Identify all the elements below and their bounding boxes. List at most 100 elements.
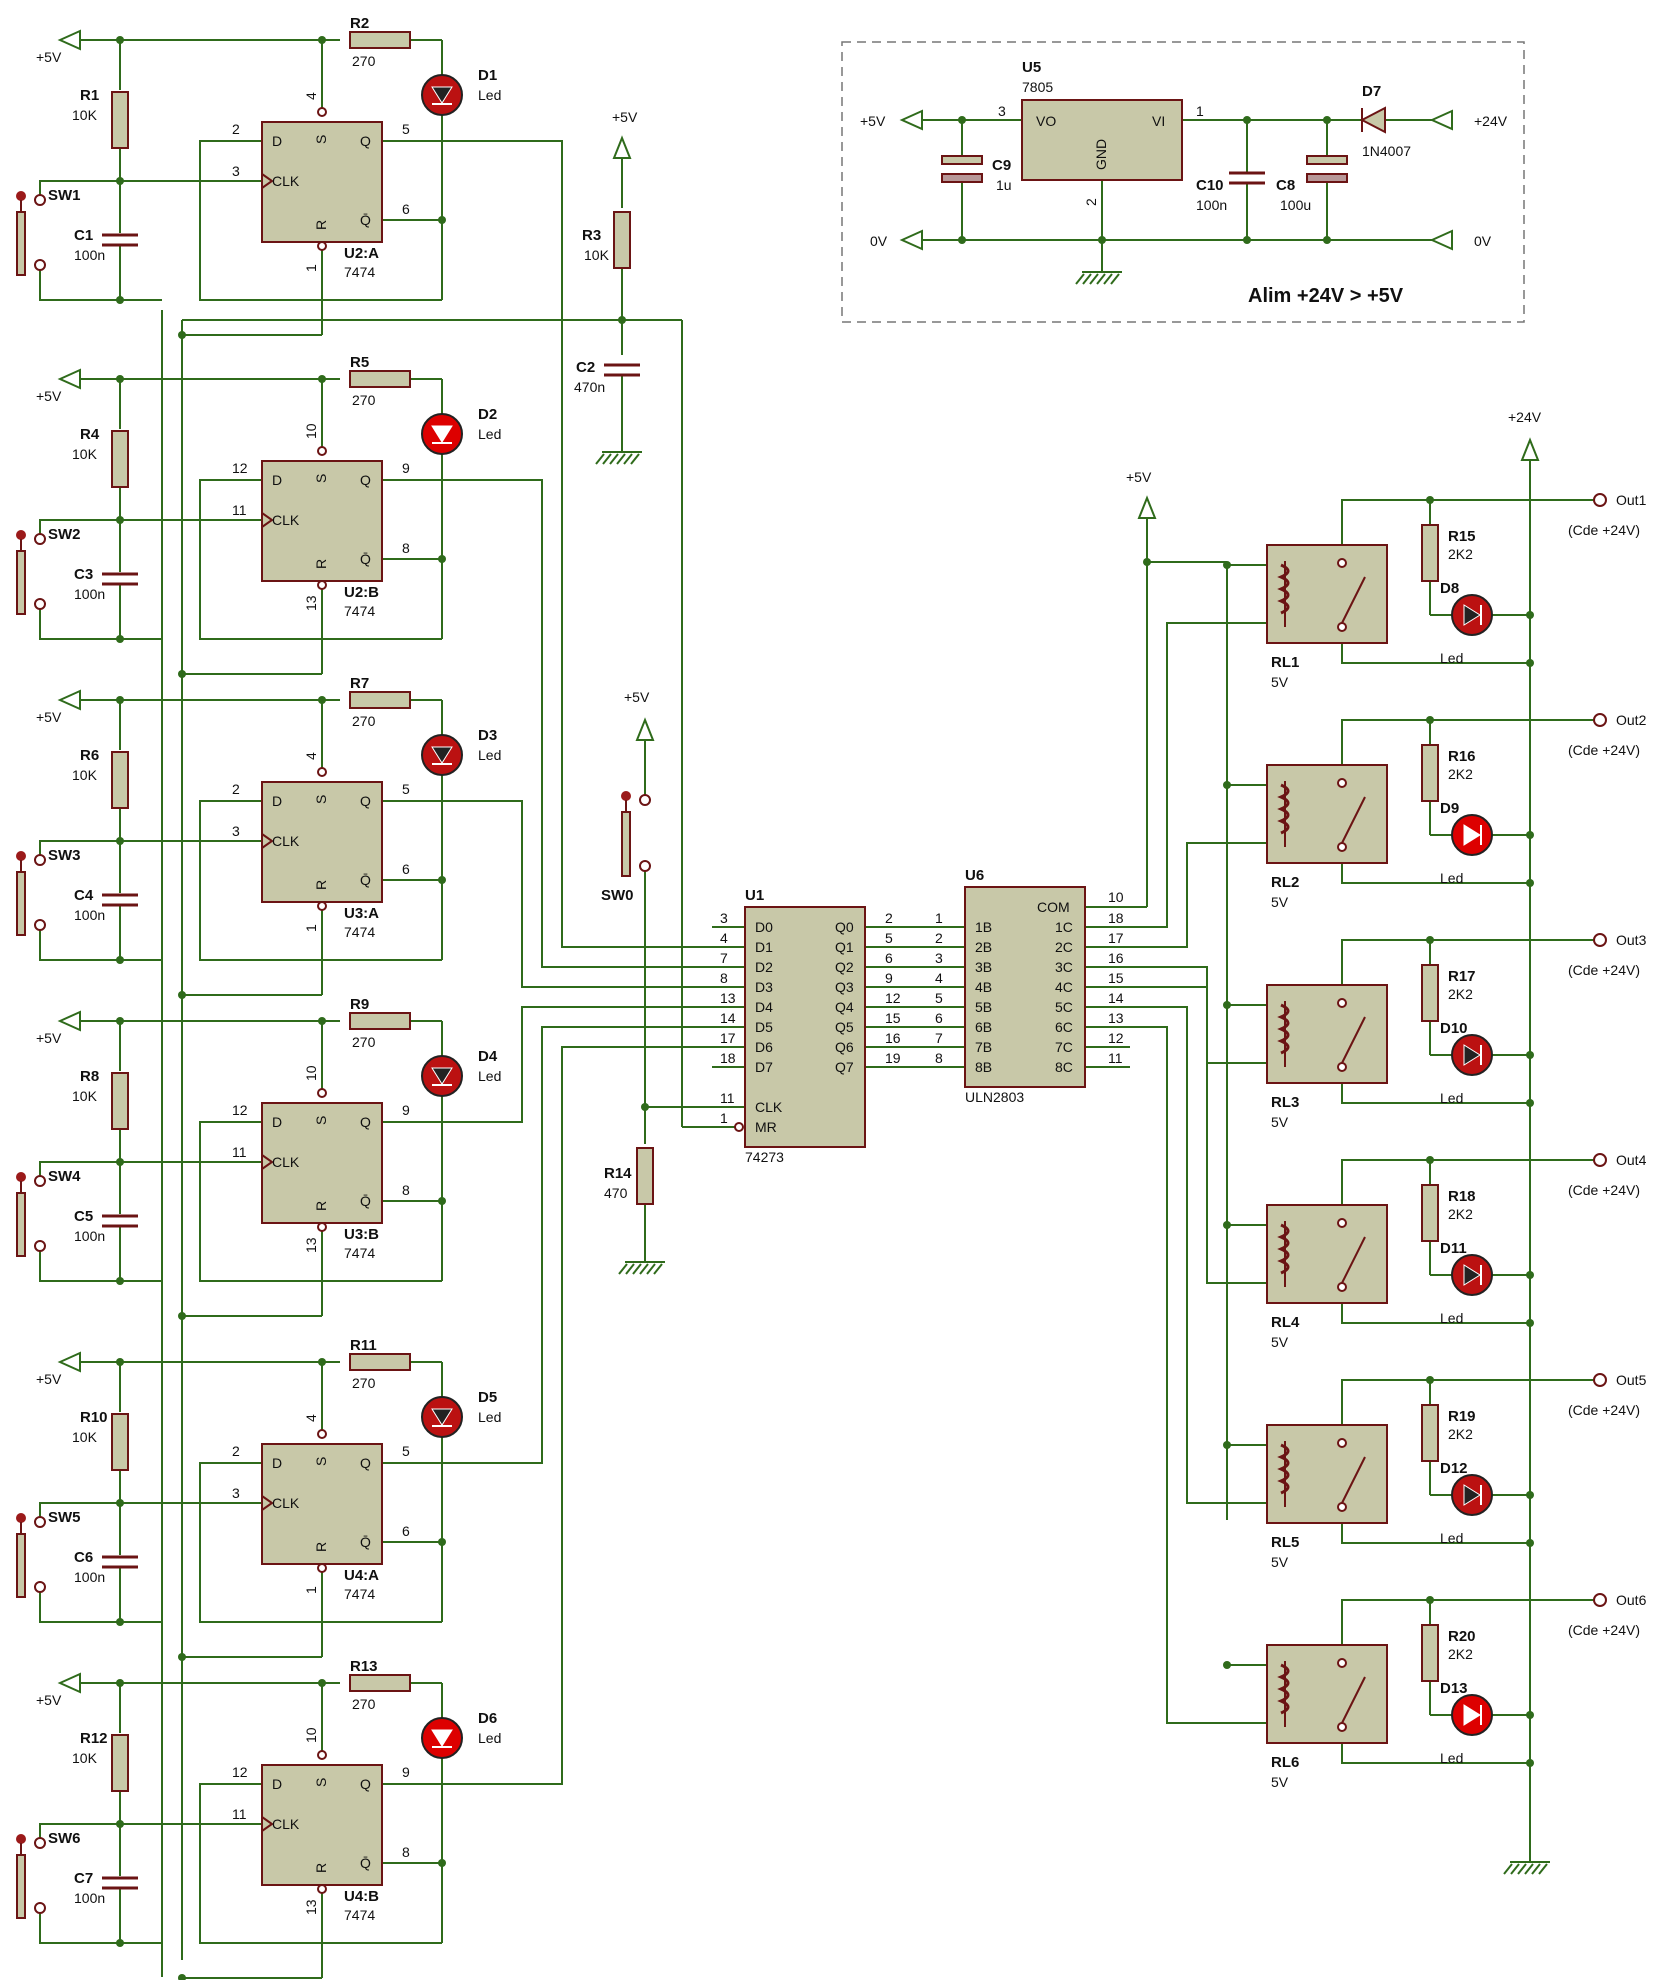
terminal-icon (1337, 778, 1347, 788)
terminal-icon (317, 1884, 327, 1894)
relay-ref: RL1 (1271, 654, 1299, 671)
resistor (349, 1674, 411, 1692)
pin-number: 1 (935, 910, 943, 926)
cap-ref: C4 (74, 887, 94, 904)
button-cap-icon (16, 1513, 26, 1523)
power-arrow-icon (899, 109, 923, 131)
chip-ref: U4:A (344, 1567, 379, 1584)
output-label: Out2 (1616, 712, 1647, 728)
junction-dot (1526, 1491, 1534, 1499)
led-resistor-value: 270 (352, 1696, 376, 1712)
ff-pin-clk: CLK (272, 173, 300, 189)
indicator-led-value: Led (1440, 1530, 1463, 1546)
power-arrow-icon (1429, 229, 1453, 251)
u1-input-name: D6 (755, 1039, 773, 1055)
clock-edge-icon (261, 1495, 274, 1511)
junction-dot (1223, 781, 1231, 789)
indicator-res-value: 2K2 (1448, 986, 1473, 1002)
pin-number: 3 (935, 950, 943, 966)
button-icon (621, 811, 631, 877)
relay-value: 5V (1271, 1334, 1289, 1350)
plus5v-label: +5V (36, 1371, 62, 1387)
power-arrow-icon (612, 135, 632, 159)
ground-icon (630, 453, 640, 465)
pin-number: 9 (402, 460, 410, 476)
ff-pin-r: R (313, 1201, 329, 1211)
u6-input-name: 2B (975, 939, 992, 955)
ground-icon (639, 1263, 649, 1275)
u6-input-name: 3B (975, 959, 992, 975)
terminal-icon (317, 1222, 327, 1232)
button-cap-icon (621, 791, 631, 801)
ff-pin-q: Q (360, 1776, 371, 1792)
terminal-icon (317, 1429, 327, 1439)
flip-flop-chip (261, 1102, 383, 1224)
q-to-latch-wire (382, 1046, 745, 1785)
pin-number: 13 (303, 1237, 319, 1253)
chip-value: 7474 (344, 264, 375, 280)
indicator-led-ref: D9 (1440, 800, 1459, 817)
driver-wire (1130, 622, 1267, 928)
relay-value: 5V (1271, 1554, 1289, 1570)
junction-dot (116, 36, 124, 44)
led-resistor-value: 270 (352, 1034, 376, 1050)
pin-number: 12 (232, 460, 248, 476)
chip-value: 7474 (344, 603, 375, 619)
driver-wire (1130, 1026, 1267, 1724)
plus5v-label: +5V (36, 49, 62, 65)
plus5v-label: +5V (36, 1030, 62, 1046)
diode-icon (1359, 106, 1386, 134)
relay-value: 5V (1271, 674, 1289, 690)
junction-dot (178, 331, 186, 339)
resistor (111, 751, 129, 809)
clk-wire (39, 180, 260, 200)
pin-number: 5 (402, 121, 410, 137)
output-command: (Cde +24V) (1568, 1182, 1640, 1198)
labels-layer: +5VR2270D1LedR110KC1100nSW1DCLKSRQQ̄2341… (36, 15, 1647, 1923)
relay-contact-icon (1341, 1456, 1366, 1504)
led-resistor-value: 270 (352, 1375, 376, 1391)
switch-ref: SW6 (48, 1830, 81, 1847)
ff-pin-s: S (313, 1457, 329, 1466)
pin-number: 16 (1108, 950, 1124, 966)
polarized-cap-plate (941, 173, 983, 183)
clock-edge-icon (261, 833, 274, 849)
terminal-icon (1593, 1593, 1607, 1607)
pin-number: 2 (232, 781, 240, 797)
u1-input-name: D7 (755, 1059, 773, 1075)
u6-value: ULN2803 (965, 1089, 1024, 1105)
terminal-icon (317, 1088, 327, 1098)
u1-output-name: Q5 (835, 1019, 854, 1035)
ground-icon (623, 453, 633, 465)
pin-number: 14 (1108, 990, 1124, 1006)
indicator-res-value: 2K2 (1448, 766, 1473, 782)
u6-output-name: 1C (1055, 919, 1073, 935)
clock-edge-icon (261, 512, 274, 528)
switch-ground (39, 1587, 120, 1623)
pin-number: 5 (402, 781, 410, 797)
ff-pin-s: S (313, 795, 329, 804)
junction-dot (1223, 561, 1231, 569)
button-icon (16, 211, 26, 276)
pullup-value: 10K (72, 1750, 98, 1766)
regulator-pin-vo: VO (1036, 113, 1056, 129)
pin-number: 3 (232, 823, 240, 839)
power-arrow-icon (1429, 109, 1453, 131)
led-resistor-value: 270 (352, 713, 376, 729)
relay-contact-icon (1341, 1236, 1366, 1284)
polarized-cap-plate (941, 155, 983, 165)
terminal-icon (1337, 558, 1347, 568)
terminal-icon (317, 446, 327, 456)
cap-value: 100u (1280, 197, 1311, 213)
output-command: (Cde +24V) (1568, 742, 1640, 758)
button-cap-icon (16, 530, 26, 540)
ff-pin-clk: CLK (272, 512, 300, 528)
terminal-icon (1593, 933, 1607, 947)
junction-dot (178, 1974, 186, 1980)
pin-number: 7 (720, 950, 728, 966)
pin-number: 3 (232, 163, 240, 179)
regulator-value: 7805 (1022, 79, 1053, 95)
pin-number: 11 (1108, 1050, 1123, 1066)
pin-number: 6 (935, 1010, 943, 1026)
terminal-icon (1337, 622, 1347, 632)
